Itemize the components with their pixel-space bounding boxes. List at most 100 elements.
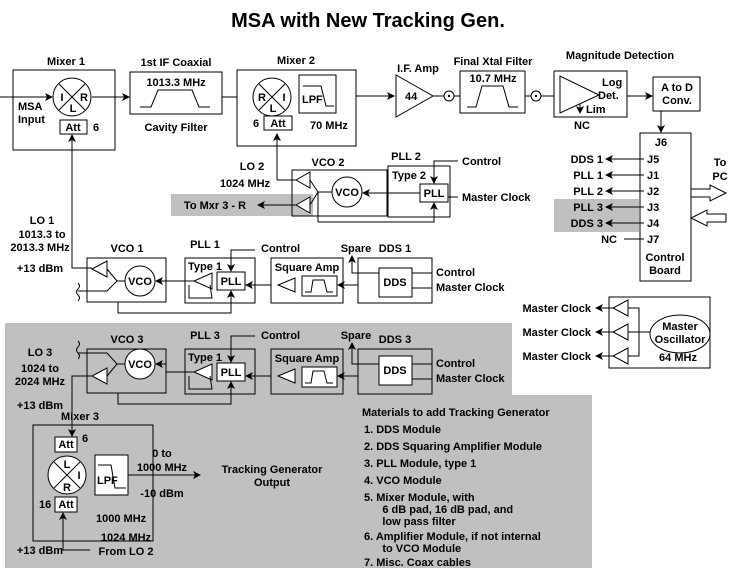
port-i: I <box>282 92 285 104</box>
to-pc-label: To <box>714 157 727 169</box>
pll-label: PLL <box>424 188 445 200</box>
att-top-value: 6 <box>82 433 88 445</box>
mixer-2: Mixer 2 R I L LPF Att 6 70 MHz <box>236 55 357 147</box>
adc-label-2: Conv. <box>662 95 692 107</box>
lo1-label: LO 1 <box>30 215 54 227</box>
materials-item: 2. DDS Squaring Amplifier Module <box>364 441 542 453</box>
dds3-clock: Master Clock <box>436 373 505 385</box>
if-amp-label: I.F. Amp <box>397 63 439 75</box>
lo1-range: 1013.3 to <box>18 229 65 241</box>
lo2-freq: 1024 MHz <box>220 178 271 190</box>
port-r: R <box>63 482 71 494</box>
lo3-label: LO 3 <box>28 347 52 359</box>
mixer1-label: Mixer 1 <box>47 56 85 68</box>
pin-j3: J3 <box>647 202 659 214</box>
pll1-control: Control <box>261 243 300 255</box>
xtal-freq: 10.7 MHz <box>469 73 517 85</box>
port-i: I <box>77 470 80 482</box>
attenuator-label: Att <box>270 118 286 130</box>
mixer-3: Mixer 3 Att 6 L I R LPF Att 16 1000 MHz … <box>17 411 154 558</box>
dds1-clock: Master Clock <box>436 282 505 294</box>
materials-item: 6. Amplifier Module, if not internal <box>364 531 541 543</box>
lpf-label: LPF <box>302 94 323 106</box>
lo3-range: 1024 to <box>21 363 59 375</box>
cavity-freq: 1013.3 MHz <box>146 77 206 89</box>
mixer2-label: Mixer 2 <box>277 55 315 67</box>
dest-nc: NC <box>601 234 617 246</box>
cavity-title: 1st IF Coaxial <box>141 57 212 69</box>
lim-label: Lim <box>586 104 606 116</box>
materials-heading: Materials to add Tracking Generator <box>362 407 550 419</box>
vco-label: VCO <box>335 187 359 199</box>
port-r: R <box>80 92 88 104</box>
dds3-label: DDS 3 <box>379 334 411 346</box>
magnitude-detection: Magnitude Detection Log Det. Lim NC <box>553 50 674 132</box>
osc-freq: 64 MHz <box>659 352 697 364</box>
mixer-1: Mixer 1 I R L MSA Input Att 6 <box>0 56 116 151</box>
materials-list: Materials to add Tracking Generator 1. D… <box>362 407 550 569</box>
materials-item: 7. Misc. Coax cables <box>364 557 471 569</box>
cavity-caption: Cavity Filter <box>145 122 209 134</box>
det-label: Det. <box>598 90 619 102</box>
dds3-control: Control <box>436 358 475 370</box>
dest-pll1: PLL 1 <box>573 170 603 182</box>
attenuator-label: Att <box>58 439 74 451</box>
pin-j1: J1 <box>647 170 659 182</box>
msa-input-label-2: Input <box>18 114 45 126</box>
att-value: 6 <box>93 122 99 134</box>
lo3-chain: VCO 3 VCO PLL 3 Type 1 PLL Control Squar… <box>76 330 505 405</box>
clock-out-1: Master Clock <box>523 303 592 315</box>
mixer3-lo-power: +13 dBm <box>17 545 63 557</box>
msa-input-label: MSA <box>18 101 43 113</box>
osc-label-2: Oscillator <box>655 334 706 346</box>
output-range-2: 1000 MHz <box>137 462 188 474</box>
pll2-control: Control <box>462 156 501 168</box>
clock-out-2: Master Clock <box>523 327 592 339</box>
vco3-label: VCO 3 <box>110 334 143 346</box>
to-pc-label-2: PC <box>712 171 727 183</box>
nc-label: NC <box>574 120 590 132</box>
att-bottom-value: 16 <box>39 499 51 511</box>
output-power: -10 dBm <box>140 488 184 500</box>
pll-2: PLL 2 Type 2 PLL Control Master Clock <box>318 151 531 223</box>
master-oscillator: Master Oscillator 64 MHz Master Clock Ma… <box>523 296 711 369</box>
xtal-label: Final Xtal Filter <box>454 56 534 68</box>
pll2-clock: Master Clock <box>462 192 531 204</box>
output-range: 0 to <box>152 448 172 460</box>
vco-label: VCO <box>128 276 152 288</box>
if-amp-gain: 44 <box>405 91 418 103</box>
attenuator-label: Att <box>65 122 81 134</box>
dest-dds1: DDS 1 <box>571 154 603 166</box>
mixer2-freq: 70 MHz <box>310 120 348 132</box>
pll-type: Type 2 <box>392 170 426 182</box>
port-l: L <box>70 103 77 115</box>
dest-dds3: DDS 3 <box>571 218 603 230</box>
final-xtal-filter: Final Xtal Filter 10.7 MHz <box>454 56 534 114</box>
pll3-label: PLL 3 <box>190 330 220 342</box>
spare-label: Spare <box>341 243 372 255</box>
to-mixer3-highlight <box>171 194 313 216</box>
vco-label: VCO <box>128 359 152 371</box>
lpf-label: LPF <box>97 475 118 487</box>
mixer3-label: Mixer 3 <box>61 411 99 423</box>
control-board: J6 J5 J1 J2 J3 J4 J7 DDS 1 PLL 1 PLL 2 P… <box>571 132 728 282</box>
pll-label: PLL <box>221 367 242 379</box>
adc-label: A to D <box>661 82 693 94</box>
if-amplifier: I.F. Amp 44 <box>395 63 439 118</box>
pin-j2: J2 <box>647 186 659 198</box>
board-label-2: Board <box>649 265 681 277</box>
pin-j7: J7 <box>647 234 659 246</box>
lo3-range-2: 2024 MHz <box>15 376 66 388</box>
materials-item: low pass filter <box>364 516 456 528</box>
pin-j4: J4 <box>647 218 660 230</box>
pll-label: PLL <box>221 276 242 288</box>
clock-out-3: Master Clock <box>523 351 592 363</box>
vco1-label: VCO 1 <box>110 243 143 255</box>
mixer3-freq: 1000 MHz <box>96 513 147 525</box>
pll3-dds3-highlight <box>554 199 639 232</box>
osc-label: Master <box>662 321 698 333</box>
vco-2: VCO 2 VCO <box>291 157 388 222</box>
dds-label: DDS <box>383 277 406 289</box>
materials-item: 5. Mixer Module, with <box>364 492 475 504</box>
